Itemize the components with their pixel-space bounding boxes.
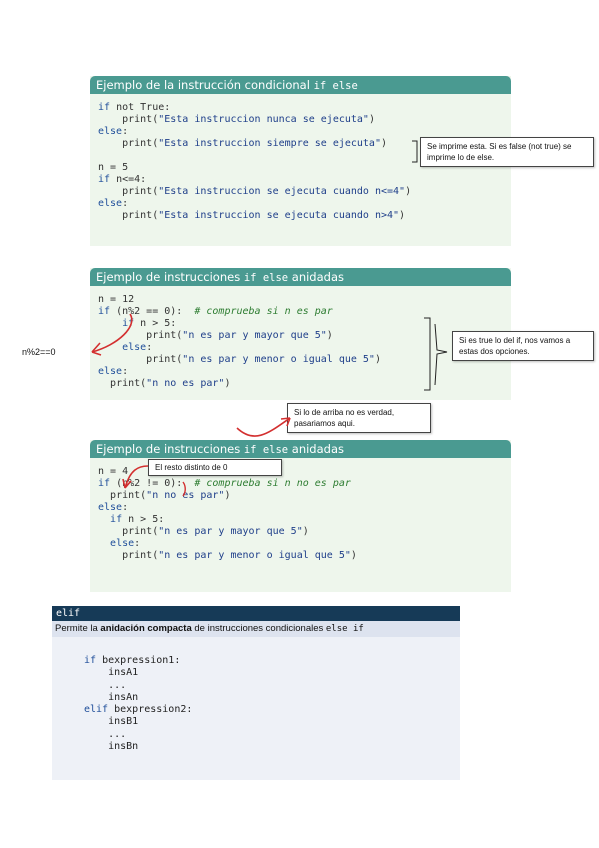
bracket-mark xyxy=(424,317,431,391)
elif-section: elif Permite la anidación compacta de in… xyxy=(52,606,460,780)
code-line: print("Esta instruccion nunca se ejecuta… xyxy=(122,114,375,125)
code-line: else: xyxy=(98,198,129,209)
bracket-mark xyxy=(412,140,418,163)
code-line: insB1 xyxy=(84,716,139,728)
code-line: print("Esta instruccion se ejecuta cuand… xyxy=(122,186,412,197)
annotation-note: Se imprime esta. Si es false (not true) … xyxy=(420,137,594,167)
side-label: n%2==0 xyxy=(22,347,56,357)
code-line: print("Esta instruccion se ejecuta cuand… xyxy=(122,210,406,221)
code-line: print("n es par y menor o igual que 5") xyxy=(122,550,357,561)
code-line: if n > 5: xyxy=(110,514,165,525)
code-line: print("n no es par") xyxy=(110,490,231,501)
code-line: insA1 xyxy=(84,667,139,679)
code-line: else: xyxy=(98,126,129,137)
code-line: print("Esta instruccion siempre se ejecu… xyxy=(122,138,388,149)
code-line: if bexpression1: xyxy=(84,655,181,666)
code-line: else: xyxy=(98,502,129,513)
annotation-note: Si es true lo del if, nos vamos a estas … xyxy=(452,331,594,361)
code-line: n = 5 xyxy=(98,162,129,173)
example-block-nested-if-else-2: Ejemplo de instrucciones if else anidada… xyxy=(90,440,511,592)
annotation-note: Si lo de arriba no es verdad, pasariamos… xyxy=(287,403,431,433)
block-title: Ejemplo de la instrucción condicional if… xyxy=(90,76,511,94)
block-title: Ejemplo de instrucciones if else anidada… xyxy=(90,268,511,286)
code-line: insBn xyxy=(84,741,139,753)
code-line: if n > 5: xyxy=(122,318,177,329)
arrow-head xyxy=(122,478,132,489)
code-line: elif bexpression2: xyxy=(84,704,193,716)
arrow-head xyxy=(280,417,291,427)
code-line: if not True: xyxy=(98,102,171,113)
red-arrow xyxy=(124,465,149,489)
red-arrow xyxy=(236,417,291,437)
annotation-note: El resto distinto de 0 xyxy=(148,459,282,476)
code-line: print("n no es par") xyxy=(110,378,231,389)
code-line: else: xyxy=(110,538,141,549)
red-mark xyxy=(182,481,186,497)
example-block-nested-if-else: Ejemplo de instrucciones if else anidada… xyxy=(90,268,511,400)
code-listing: if not True: print("Esta instruccion nun… xyxy=(90,94,511,222)
code-line: print("n es par y mayor que 5") xyxy=(122,526,309,537)
arrow-head xyxy=(91,342,102,356)
code-line: else: xyxy=(122,342,153,353)
code-line: ... xyxy=(84,679,127,691)
code-line: n = 4 xyxy=(98,466,129,477)
code-line: if n<=4: xyxy=(98,174,147,185)
code-line: if (n%2 == 0): # comprueba si n es par xyxy=(98,306,333,317)
code-line: print("n es par y menor o igual que 5") xyxy=(146,354,381,365)
elif-header: elif xyxy=(52,606,460,621)
red-arrow xyxy=(91,313,133,353)
block-title: Ejemplo de instrucciones if else anidada… xyxy=(90,440,511,458)
elif-description: Permite la anidación compacta de instruc… xyxy=(52,621,460,637)
code-line: print("n es par y mayor que 5") xyxy=(146,330,333,341)
code-line: ... xyxy=(84,728,127,740)
code-line: insAn xyxy=(84,691,139,703)
bracket-mark xyxy=(434,323,448,386)
code-line: n = 12 xyxy=(98,294,135,305)
code-line: else: xyxy=(98,366,129,377)
